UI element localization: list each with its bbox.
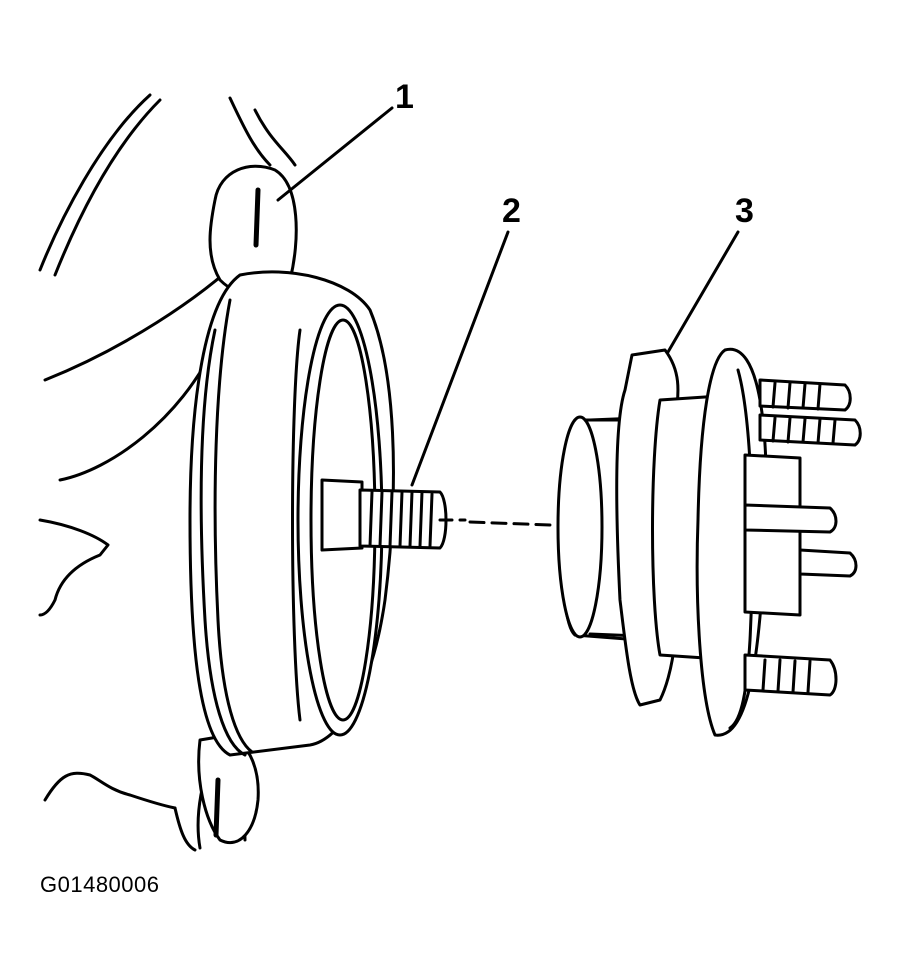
figure-code: G01480006 <box>40 872 160 897</box>
callout-3: 3 <box>735 192 754 230</box>
callout-1: 1 <box>395 78 414 116</box>
callout-2: 2 <box>502 192 521 230</box>
hub-bearing-assembly <box>556 347 862 737</box>
wheel-bolt <box>320 478 552 552</box>
lug-studs <box>743 378 862 697</box>
leader-lines <box>276 106 740 487</box>
mounting-ear-lower <box>197 733 260 844</box>
